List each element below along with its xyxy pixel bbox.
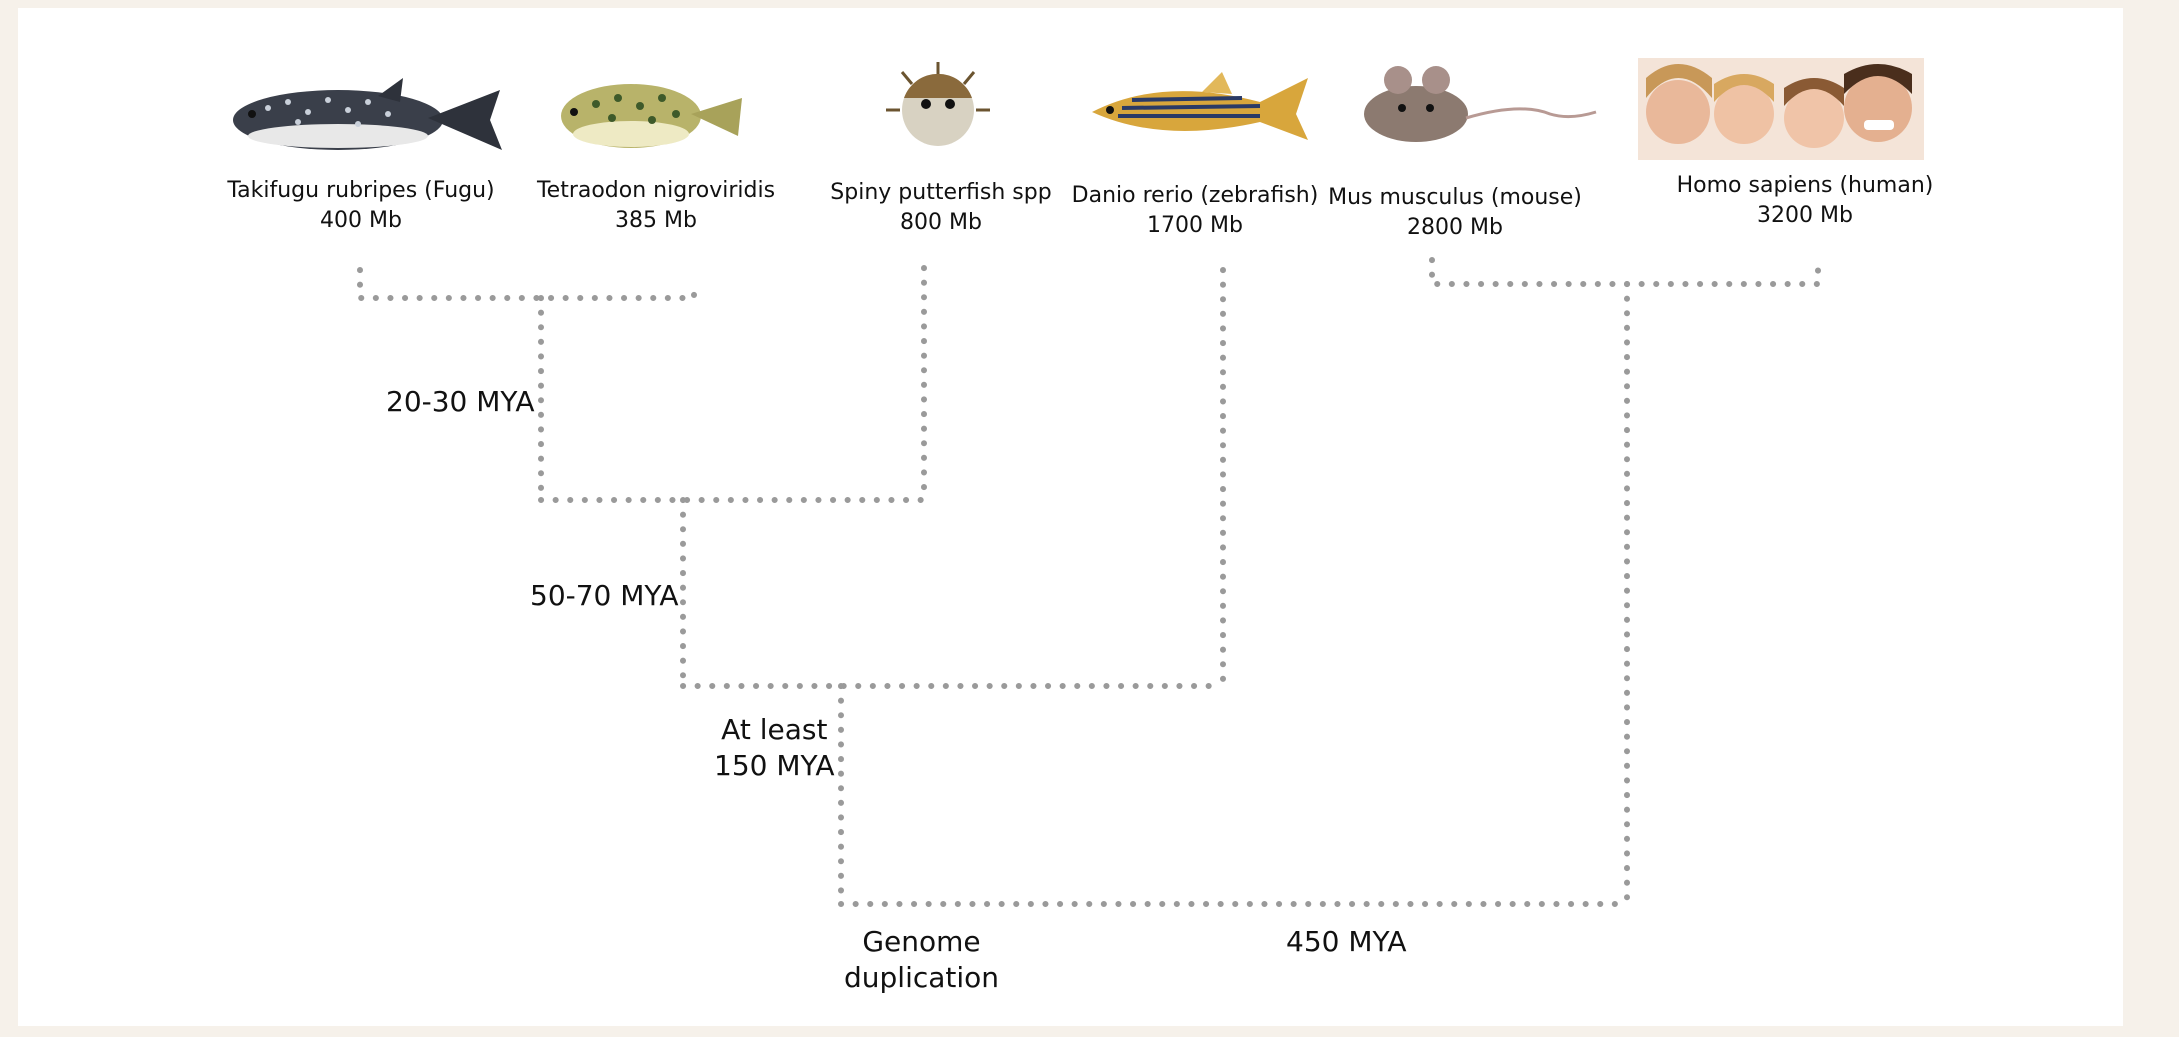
species-name: Tetraodon nigroviridis [536, 178, 776, 203]
divergence-label-450: 450 MYA [1286, 925, 1407, 958]
divergence-label-line: 150 MYA [714, 749, 835, 782]
genome-size: 1700 Mb [1147, 213, 1243, 238]
species-name: Mus musculus (mouse) [1328, 185, 1582, 210]
genome-duplication-line: duplication [844, 961, 1000, 994]
genome-duplication-line: Genome [862, 925, 981, 958]
genome-size: 3200 Mb [1757, 203, 1853, 228]
divergence-label-50-70: 50-70 MYA [530, 579, 679, 612]
species-name: Homo sapiens (human) [1676, 173, 1934, 198]
diagram-panel [18, 8, 2123, 1026]
species-label-spiny-puffer: Spiny putterfish spp 800 Mb [830, 178, 1051, 238]
genome-size: 2800 Mb [1407, 215, 1503, 240]
branch-fugu-tetraodon [357, 267, 697, 301]
species-label-fugu: Takifugu rubripes (Fugu) 400 Mb [227, 176, 494, 236]
divergence-label-line: At least [721, 713, 828, 746]
green-pufferfish-image [561, 84, 742, 148]
species-name: Takifugu rubripes (Fugu) [227, 178, 495, 203]
species-label-mouse: Mus musculus (mouse) 2800 Mb [1328, 183, 1582, 243]
genome-duplication-label: Genome duplication [844, 924, 999, 996]
zebrafish-image [1092, 72, 1308, 140]
spiny-pufferfish-image [886, 62, 990, 146]
species-name: Spiny putterfish spp [830, 180, 1052, 205]
family-photo-image [1638, 58, 1924, 160]
mouse-image [1364, 66, 1597, 142]
branch-mouse-human [1429, 257, 1821, 287]
species-label-zebrafish: Danio rerio (zebrafish) 1700 Mb [1072, 181, 1319, 241]
species-label-tetraodon: Tetraodon nigroviridis 385 Mb [537, 176, 775, 236]
genome-size: 800 Mb [900, 210, 982, 235]
divergence-label-150: At least 150 MYA [714, 712, 835, 784]
pufferfish-image [233, 78, 502, 150]
species-name: Danio rerio (zebrafish) [1071, 183, 1319, 208]
divergence-label-20-30: 20-30 MYA [386, 385, 535, 418]
species-label-human: Homo sapiens (human) 3200 Mb [1677, 171, 1934, 231]
genome-size: 400 Mb [320, 208, 402, 233]
genome-size: 385 Mb [615, 208, 697, 233]
